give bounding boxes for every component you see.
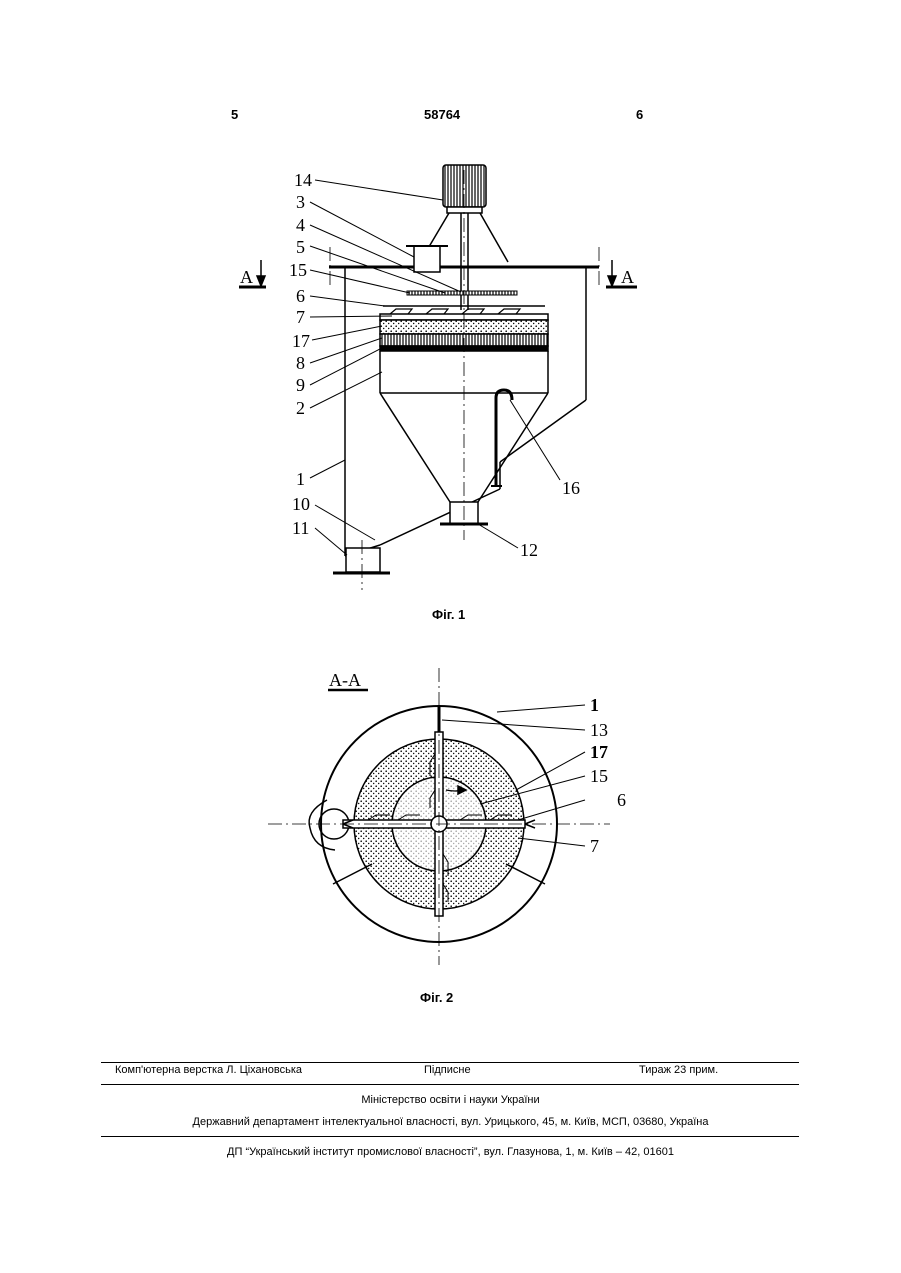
section-mark-left: А xyxy=(240,267,253,287)
label-15: 15 xyxy=(289,260,307,280)
feed-pipe xyxy=(414,246,440,272)
distributor-disk xyxy=(407,291,517,295)
label-11: 11 xyxy=(292,518,309,538)
figure-2-caption: Фіг. 2 xyxy=(420,990,453,1005)
footer-typesetter: Комп'ютерна верстка Л. Ціхановська xyxy=(115,1064,302,1076)
footer-rule-3 xyxy=(101,1136,799,1137)
label-16: 16 xyxy=(562,478,580,498)
label-14: 14 xyxy=(294,170,312,190)
label-6: 6 xyxy=(296,286,305,306)
outlet-pipe-11 xyxy=(346,548,380,572)
footer-ministry: Міністерство освіти і науки України xyxy=(0,1094,901,1106)
fig1-labels: 14 3 4 5 15 6 7 17 8 9 2 1 10 11 16 12 А… xyxy=(240,170,634,560)
fig2-label-1: 1 xyxy=(590,695,599,715)
label-1: 1 xyxy=(296,469,305,489)
label-8: 8 xyxy=(296,353,305,373)
section-mark-right: А xyxy=(621,267,634,287)
fig2-label-17: 17 xyxy=(590,742,608,762)
section-title: А-А xyxy=(329,670,361,690)
label-10: 10 xyxy=(292,494,310,514)
label-12: 12 xyxy=(520,540,538,560)
footer-rule-1 xyxy=(101,1062,799,1063)
label-9: 9 xyxy=(296,375,305,395)
label-5: 5 xyxy=(296,237,305,257)
footer-circulation: Тираж 23 прим. xyxy=(639,1064,718,1076)
figure-1-caption: Фіг. 1 xyxy=(432,607,465,622)
fig2-label-7: 7 xyxy=(590,836,599,856)
footer-rule-2 xyxy=(101,1084,799,1085)
footer-department: Державний департамент інтелектуальної вл… xyxy=(0,1116,901,1128)
fig2-label-15: 15 xyxy=(590,766,608,786)
footer-signed: Підписне xyxy=(424,1064,471,1076)
motor xyxy=(443,165,486,207)
footer-institute: ДП “Український інститут промислової вла… xyxy=(0,1146,901,1158)
label-2: 2 xyxy=(296,398,305,418)
fig2-drawing xyxy=(268,668,610,965)
label-17: 17 xyxy=(292,331,310,351)
label-4: 4 xyxy=(296,215,305,235)
fig2-label-6: 6 xyxy=(617,790,626,810)
label-3: 3 xyxy=(296,192,305,212)
label-7: 7 xyxy=(296,307,305,327)
fig2-label-13: 13 xyxy=(590,720,608,740)
